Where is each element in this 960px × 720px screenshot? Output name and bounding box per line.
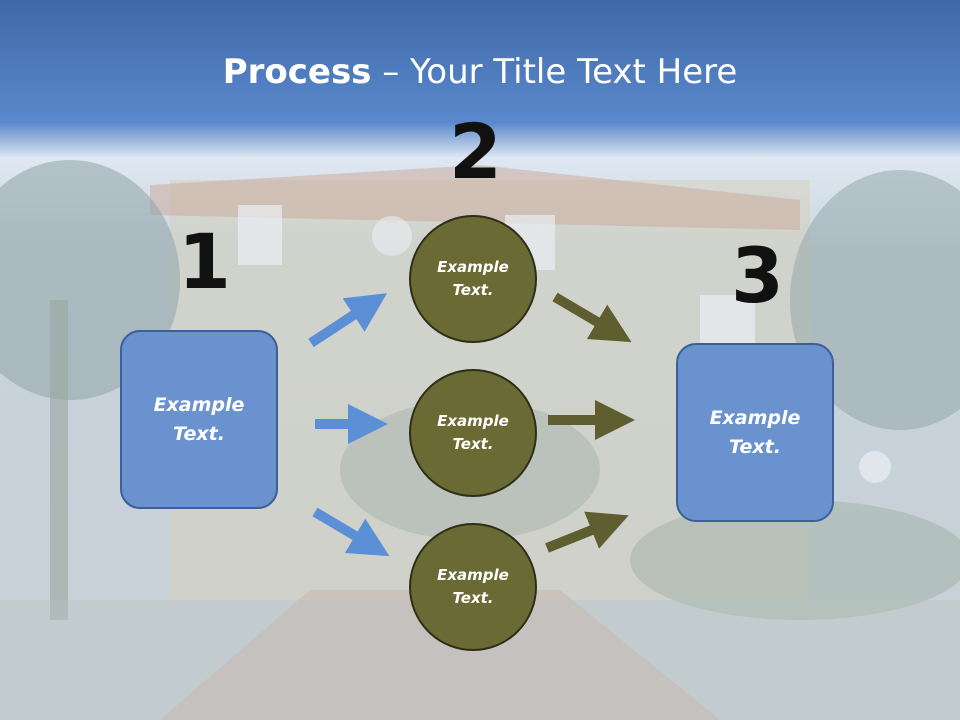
step-number-2: 2 bbox=[449, 107, 502, 196]
circle-label: Example Text. bbox=[437, 412, 509, 453]
arrow-from-circle-3 bbox=[545, 511, 629, 553]
output-box: Example Text. bbox=[676, 343, 834, 522]
circle-label: Example Text. bbox=[437, 258, 509, 299]
process-circle-2: Example Text. bbox=[409, 369, 537, 497]
output-box-label: Example Text. bbox=[709, 406, 801, 458]
title-rest: – Your Title Text Here bbox=[371, 52, 738, 92]
slide-title: Process – Your Title Text Here bbox=[0, 52, 960, 92]
process-circle-1: Example Text. bbox=[409, 215, 537, 343]
arrow-from-circle-1 bbox=[552, 292, 632, 343]
process-circle-3: Example Text. bbox=[409, 523, 537, 651]
step-number-3: 3 bbox=[731, 231, 784, 320]
step-number-1: 1 bbox=[178, 217, 231, 306]
input-box-label: Example Text. bbox=[153, 393, 245, 445]
arrow-to-circle-3 bbox=[312, 507, 390, 557]
input-box: Example Text. bbox=[120, 330, 278, 509]
circle-label: Example Text. bbox=[437, 566, 509, 607]
arrow-to-circle-1 bbox=[308, 293, 388, 348]
title-bold: Process bbox=[222, 52, 372, 92]
